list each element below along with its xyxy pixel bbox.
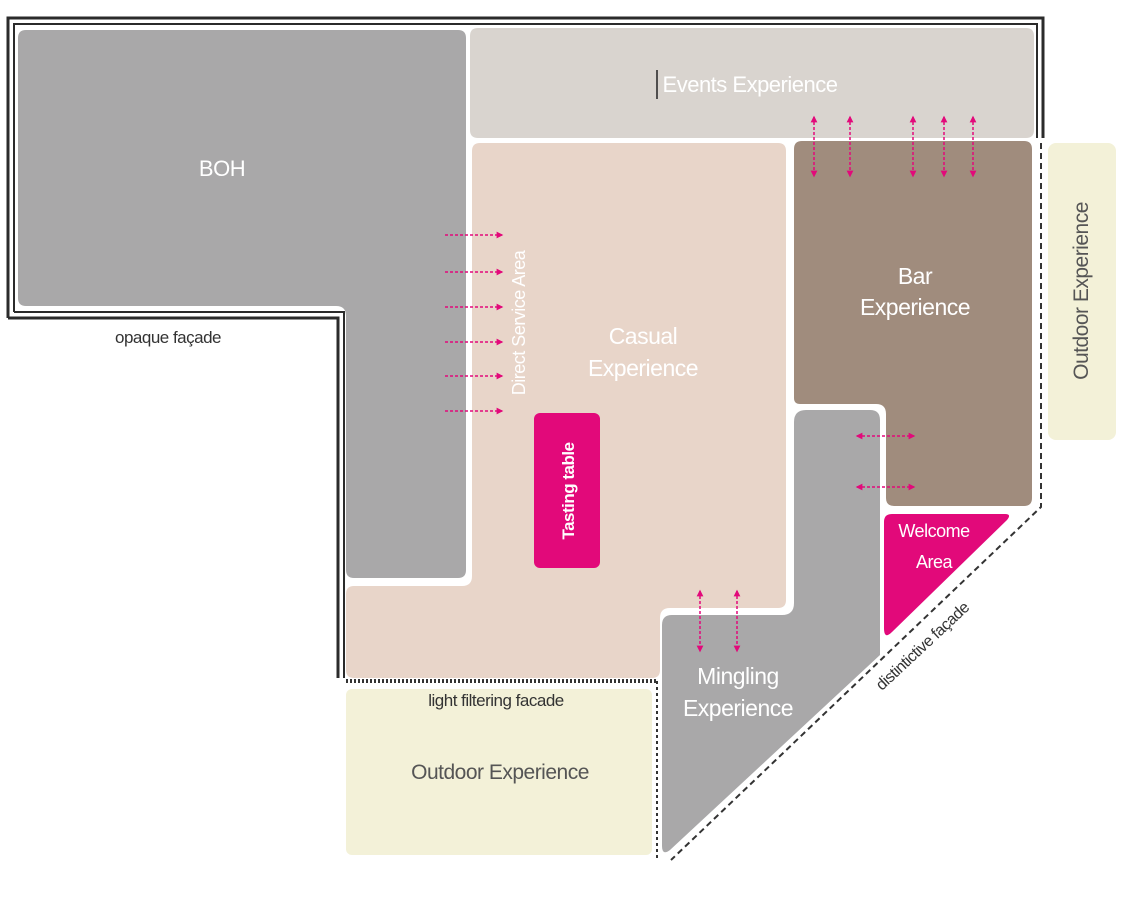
outdoor-right-label: Outdoor Experience — [1070, 202, 1093, 380]
bar-label-line2: Experience — [860, 294, 970, 320]
tasting-table — [534, 413, 600, 568]
casual-label-line1: Casual — [609, 323, 678, 349]
mingling-label-line1: Mingling — [697, 663, 779, 689]
events-zone — [470, 28, 1034, 138]
events-label: Events Experience — [663, 72, 838, 97]
service-arrows — [445, 231, 504, 415]
boh-zone — [18, 30, 466, 578]
direct-service-label: Direct Service Area — [509, 249, 529, 395]
casual-zone — [346, 143, 786, 678]
outer-wall — [6, 16, 1045, 678]
casual-label-line2: Experience — [588, 355, 698, 381]
outdoor-zone-right — [1048, 143, 1116, 440]
mingling-zone — [662, 410, 880, 853]
boh-label: BOH — [199, 156, 245, 181]
bar-mingling-arrows — [855, 432, 916, 491]
outdoor-bottom-label: Outdoor Experience — [411, 761, 589, 784]
casual-mingling-arrows — [696, 589, 741, 653]
distinctive-facade-line — [670, 143, 1042, 861]
bar-label-line1: Bar — [898, 263, 933, 289]
tasting-table-label: Tasting table — [559, 442, 578, 539]
welcome-zone — [884, 514, 1010, 636]
bar-zone — [794, 141, 1032, 506]
welcome-label-line1: Welcome — [898, 521, 970, 541]
mingling-label-line2: Experience — [683, 695, 793, 721]
outdoor-zone-bottom — [346, 689, 652, 855]
welcome-label-line2: Area — [916, 552, 954, 572]
light-filtering-facade-label: light filtering facade — [428, 691, 564, 710]
opaque-facade-label: opaque façade — [115, 328, 221, 347]
